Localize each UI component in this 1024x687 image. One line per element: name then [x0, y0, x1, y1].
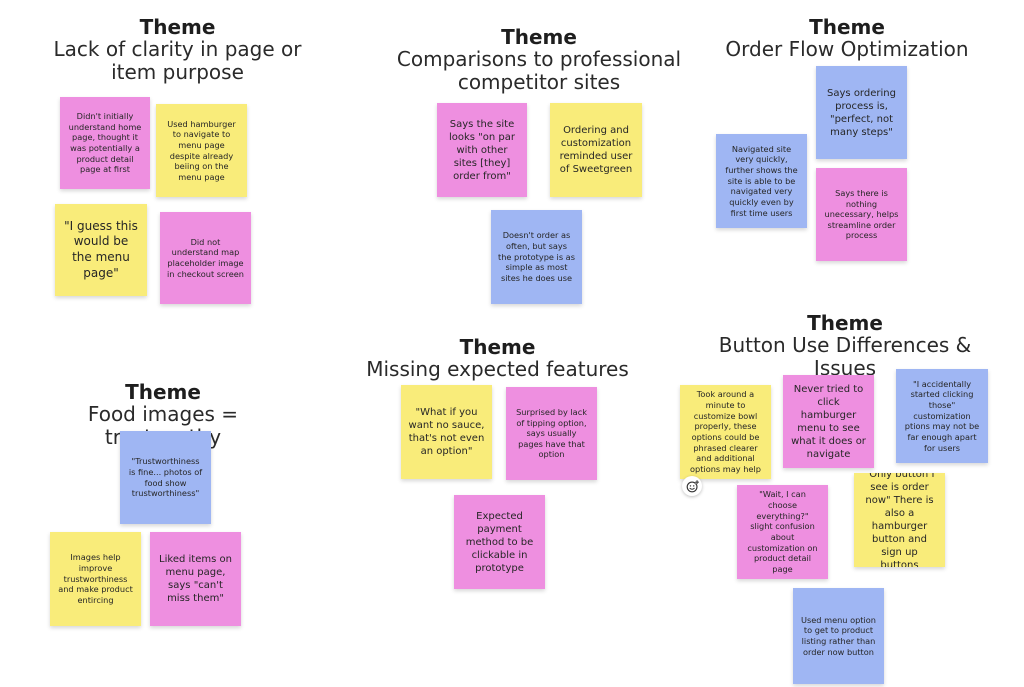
sticky-note[interactable]: Doesn't order as often, but says the pro… [491, 210, 582, 304]
sticky-note[interactable]: Expected payment method to be clickable … [454, 495, 545, 589]
note-text: Says ordering process is, "perfect, not … [827, 87, 896, 138]
theme-label: Theme [459, 335, 536, 359]
add-reaction-icon[interactable] [682, 476, 702, 496]
sticky-note[interactable]: "What if you want no sauce, that's not e… [401, 385, 492, 479]
sticky-note[interactable]: Used hamburger to navigate to menu page … [156, 104, 247, 197]
note-text: Took around a minute to customize bowl p… [690, 389, 761, 474]
sticky-note[interactable]: "I guess this would be the menu page" [55, 204, 147, 296]
theme-label: Theme [139, 15, 216, 39]
theme-title: Button Use Differences & Issues [718, 333, 972, 380]
note-text: "I accidentally started clicking those" … [904, 378, 980, 453]
note-text: "Wait, I can choose everything?" slight … [747, 489, 818, 574]
note-text: Never tried to click hamburger menu to s… [791, 383, 866, 460]
sticky-note[interactable]: Surprised by lack of tipping option, say… [506, 387, 597, 480]
theme-label: Theme [809, 15, 885, 39]
note-text: Says there is nothing unecessary, helps … [824, 187, 899, 241]
theme-heading: Theme Button Use Differences & Issues [692, 312, 998, 379]
theme-label: Theme [501, 25, 577, 49]
sticky-note[interactable]: Used menu option to get to product listi… [793, 588, 884, 684]
theme-heading: Theme Lack of clarity in page or item pu… [40, 16, 315, 83]
sticky-note[interactable]: Took around a minute to customize bowl p… [680, 385, 771, 479]
note-text: Used menu option to get to product listi… [801, 614, 876, 657]
note-text: "Trustworthiness is fine... photos of fo… [128, 456, 203, 499]
theme-title: Missing expected features [366, 357, 629, 382]
sticky-note[interactable]: Didn't initially understand home page, t… [60, 97, 150, 189]
theme-heading: Theme Order Flow Optimization [722, 16, 972, 61]
sticky-note[interactable]: Never tried to click hamburger menu to s… [783, 375, 874, 468]
sticky-note[interactable]: Ordering and customization reminded user… [550, 103, 642, 197]
theme-heading: Theme Comparisons to professional compet… [390, 26, 688, 93]
sticky-note[interactable]: "I accidentally started clicking those" … [896, 369, 988, 463]
note-text: "What if you want no sauce, that's not e… [408, 407, 485, 457]
sticky-note[interactable]: Did not understand map placeholder image… [160, 212, 251, 304]
theme-title: Lack of clarity in page or item purpose [53, 37, 302, 84]
note-text: Didn't initially understand home page, t… [68, 111, 142, 175]
sticky-note[interactable]: Says the site looks "on par with other s… [437, 103, 527, 197]
note-text: Says the site looks "on par with other s… [448, 118, 515, 182]
theme-label: Theme [807, 311, 883, 335]
sticky-note[interactable]: "Trustworthiness is fine... photos of fo… [120, 431, 211, 524]
sticky-note[interactable]: "Only button I see is order now" There i… [854, 473, 945, 567]
note-text: Expected payment method to be clickable … [465, 510, 534, 574]
sticky-note[interactable]: Liked items on menu page, says "can't mi… [150, 532, 241, 626]
theme-label: Theme [125, 380, 201, 404]
note-text: "I guess this would be the menu page" [64, 218, 138, 280]
note-text: Ordering and customization reminded user… [559, 125, 633, 175]
note-text: Images help improve trustworthiness and … [58, 552, 133, 605]
note-text: Did not understand map placeholder image… [167, 236, 244, 279]
sticky-note[interactable]: "Wait, I can choose everything?" slight … [737, 485, 828, 579]
note-text: Navigated site very quickly, further sho… [725, 143, 798, 218]
sticky-note[interactable]: Says there is nothing unecessary, helps … [816, 168, 907, 261]
theme-heading: Theme Missing expected features [365, 336, 630, 381]
sticky-note[interactable]: Says ordering process is, "perfect, not … [816, 66, 907, 159]
note-text: Used hamburger to navigate to menu page … [167, 118, 236, 182]
sticky-note[interactable]: Images help improve trustworthiness and … [50, 532, 141, 626]
theme-title: Comparisons to professional competitor s… [396, 47, 682, 94]
note-text: "Only button I see is order now" There i… [864, 473, 935, 567]
note-text: Surprised by lack of tipping option, say… [516, 406, 587, 460]
note-text: Liked items on menu page, says "can't mi… [159, 554, 232, 604]
sticky-note[interactable]: Navigated site very quickly, further sho… [716, 134, 807, 228]
add-reaction-icon-glyph [686, 479, 699, 492]
note-text: Doesn't order as often, but says the pro… [498, 230, 575, 283]
theme-title: Order Flow Optimization [725, 37, 969, 62]
